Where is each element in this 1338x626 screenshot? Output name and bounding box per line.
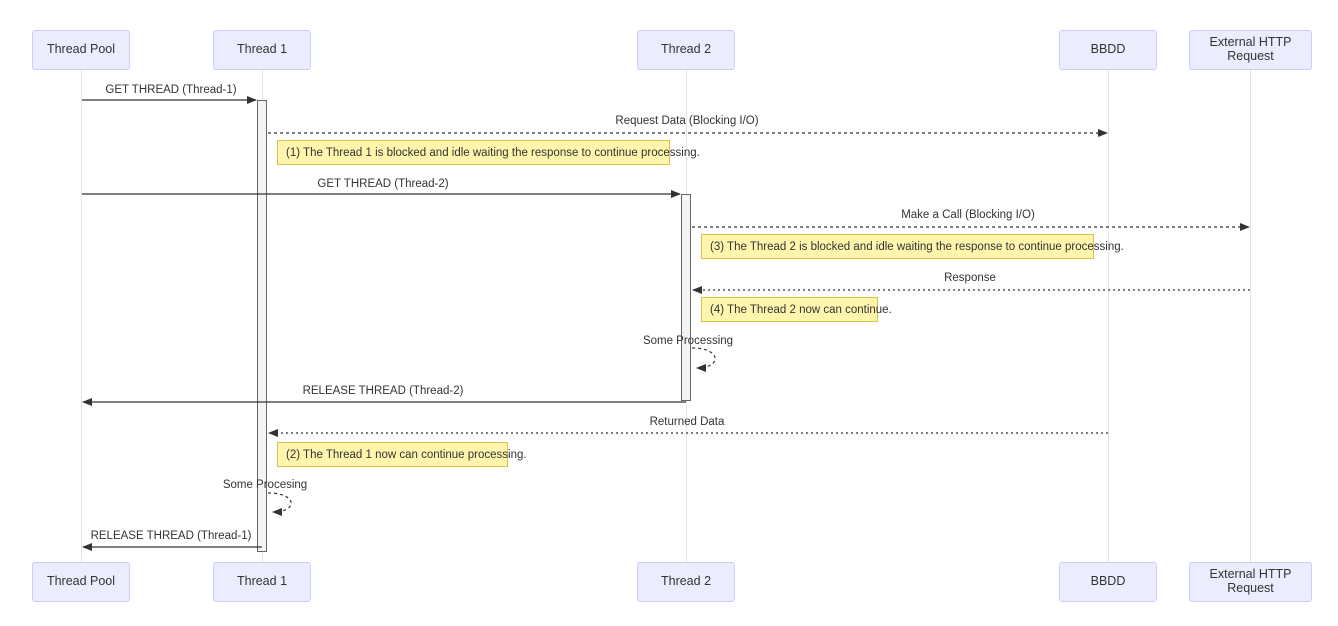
lifeline-thread-pool <box>81 70 82 562</box>
actor-label: Thread 1 <box>236 42 288 57</box>
note-text: (2) The Thread 1 now can continue proces… <box>286 448 527 461</box>
actor-bottom-external-http-request[interactable]: External HTTP Request <box>1189 562 1312 602</box>
actor-top-thread-2[interactable]: Thread 2 <box>637 30 735 70</box>
actor-top-bbdd[interactable]: BBDD <box>1059 30 1157 70</box>
message-label-response: Response <box>944 272 996 284</box>
actor-top-thread-pool[interactable]: Thread Pool <box>32 30 130 70</box>
note-thread-2-continue: (4) The Thread 2 now can continue. <box>701 297 892 322</box>
actor-label: Thread 1 <box>236 574 288 589</box>
message-label-make-a-call: Make a Call (Blocking I/O) <box>901 209 1035 221</box>
actor-label: BBDD <box>1090 42 1126 57</box>
arrow-some-procesing-thread-1 <box>267 492 292 516</box>
actor-top-thread-1[interactable]: Thread 1 <box>213 30 311 70</box>
actor-bottom-thread-2[interactable]: Thread 2 <box>637 562 735 602</box>
message-label-get-thread-2: GET THREAD (Thread-2) <box>317 178 449 190</box>
note-thread-1-continue: (2) The Thread 1 now can continue proces… <box>277 442 527 467</box>
activation-bar-thread-2 <box>681 194 691 401</box>
note-thread-2-blocked: (3) The Thread 2 is blocked and idle wai… <box>701 234 1124 259</box>
message-label-get-thread-1: GET THREAD (Thread-1) <box>105 84 237 96</box>
message-label-release-thread-2: RELEASE THREAD (Thread-2) <box>302 385 464 397</box>
activation-bar-thread-1 <box>257 100 267 552</box>
actor-label: External HTTP Request <box>1209 35 1292 63</box>
note-text: (4) The Thread 2 now can continue. <box>710 303 892 316</box>
actor-label: Thread Pool <box>46 574 116 589</box>
actor-label: Thread 2 <box>660 574 712 589</box>
actor-label: External HTTP Request <box>1209 567 1292 595</box>
actor-bottom-thread-pool[interactable]: Thread Pool <box>32 562 130 602</box>
actor-label: Thread 2 <box>660 42 712 57</box>
actor-label: BBDD <box>1090 574 1126 589</box>
message-label-returned-data: Returned Data <box>649 416 725 428</box>
message-label-some-processing-thread-2: Some Processing <box>642 335 734 347</box>
message-label-some-procesing-thread-1: Some Procesing <box>222 479 308 491</box>
note-text: (3) The Thread 2 is blocked and idle wai… <box>710 240 1124 253</box>
message-label-release-thread-1: RELEASE THREAD (Thread-1) <box>90 530 252 542</box>
arrow-some-processing-thread-2 <box>691 347 716 372</box>
actor-bottom-bbdd[interactable]: BBDD <box>1059 562 1157 602</box>
lifeline-external-http-request <box>1250 70 1251 562</box>
actor-top-external-http-request[interactable]: External HTTP Request <box>1189 30 1312 70</box>
actor-label: Thread Pool <box>46 42 116 57</box>
lifeline-bbdd <box>1108 70 1109 562</box>
actor-bottom-thread-1[interactable]: Thread 1 <box>213 562 311 602</box>
message-label-request-data: Request Data (Blocking I/O) <box>615 115 759 127</box>
note-thread-1-blocked: (1) The Thread 1 is blocked and idle wai… <box>277 140 700 165</box>
note-text: (1) The Thread 1 is blocked and idle wai… <box>286 146 700 159</box>
